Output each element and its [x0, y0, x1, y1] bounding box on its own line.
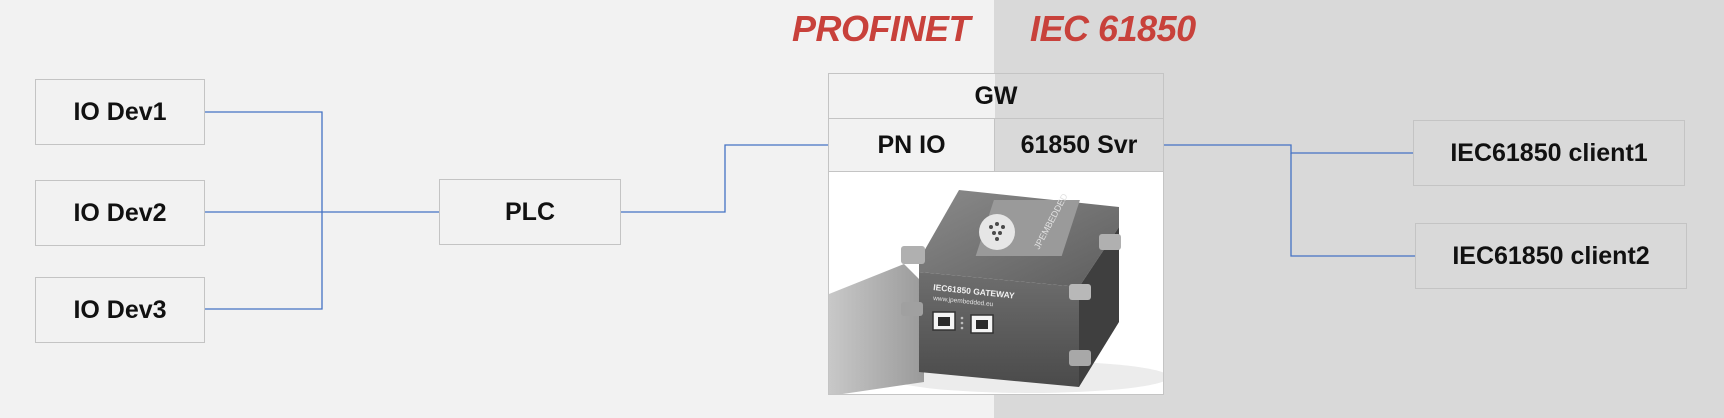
wire-svr-client2 [1290, 153, 1416, 257]
device-open-cover [829, 264, 924, 394]
pn-io-port: PN IO [828, 118, 995, 172]
gateway-device-photo: JPEMBEDDED IEC61850 GATEWAY www.jpembedd… [828, 171, 1164, 395]
profinet-section-label: PROFINET [792, 8, 971, 49]
gateway-header: GW [828, 73, 1164, 119]
device-side-face [1079, 227, 1119, 387]
iec61850-client1-node: IEC61850 client1 [1413, 120, 1685, 186]
gateway-device-illustration: JPEMBEDDED IEC61850 GATEWAY www.jpembedd… [829, 190, 1163, 394]
io-dev3-node: IO Dev3 [35, 277, 205, 343]
wire-plc-pnio [620, 144, 829, 213]
iec61850-client2-node: IEC61850 client2 [1415, 223, 1687, 289]
wire-iodev1 [204, 111, 323, 212]
io-dev1-node: IO Dev1 [35, 79, 205, 145]
device-front-face [919, 272, 1079, 387]
wire-iodev3 [204, 212, 323, 310]
jpembedded-logo-icon [979, 214, 1015, 250]
iec61850-section-label: IEC 61850 [1030, 8, 1196, 49]
io-dev2-node: IO Dev2 [35, 180, 205, 246]
wire-svr-client1 [1163, 144, 1414, 154]
plc-node: PLC [439, 179, 621, 245]
iec61850-server-port: 61850 Svr [994, 118, 1164, 172]
